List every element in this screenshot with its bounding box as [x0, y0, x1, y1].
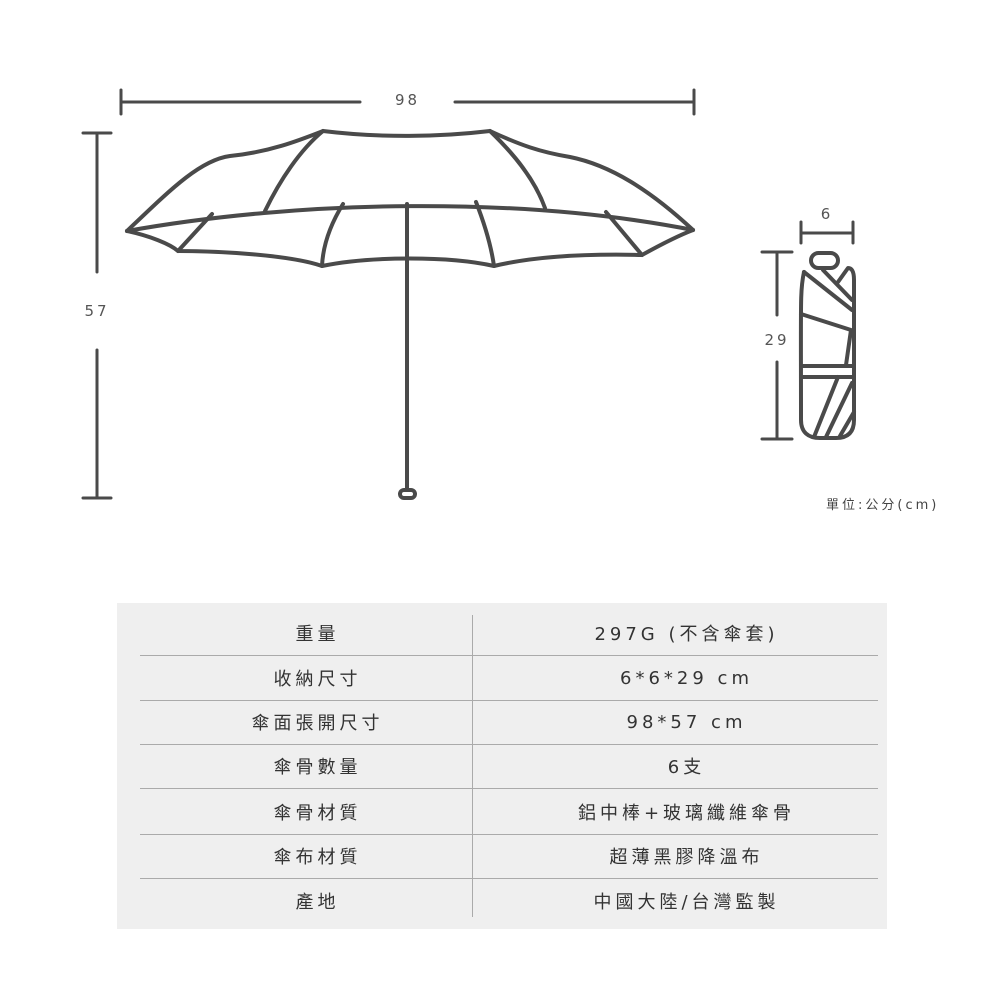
- table-row: 傘面張開尺寸 98*57 cm: [140, 700, 878, 745]
- height-dimension-line: [81, 131, 113, 500]
- umbrella-diagram: [81, 88, 856, 500]
- table-row: 傘布材質 超薄黑膠降溫布: [140, 834, 878, 879]
- spec-label: 傘面張開尺寸: [251, 713, 384, 734]
- spec-value: 超薄黑膠降溫布: [609, 847, 764, 868]
- width-dimension-line: [119, 88, 696, 116]
- open-umbrella-icon: [125, 129, 695, 500]
- spec-value: 297G (不含傘套): [594, 624, 779, 645]
- spec-value: 鋁中棒+玻璃纖維傘骨: [577, 803, 796, 824]
- folded-height-label: 29: [760, 331, 794, 349]
- table-row: 收納尺寸 6*6*29 cm: [140, 656, 878, 701]
- spec-label: 傘骨材質: [273, 803, 362, 824]
- umbrella-width-label: 98: [385, 91, 430, 109]
- table-row: 重量 297G (不含傘套): [140, 611, 878, 656]
- spec-label: 傘布材質: [273, 847, 362, 868]
- column-divider: [472, 615, 473, 917]
- spec-label: 傘骨數量: [273, 757, 362, 778]
- spec-label: 收納尺寸: [273, 669, 362, 690]
- spec-value: 98*57 cm: [626, 711, 747, 733]
- spec-value: 中國大陸/台灣監製: [593, 892, 780, 913]
- folded-height-dimension-line: [760, 250, 794, 441]
- spec-table: 重量 297G (不含傘套) 收納尺寸 6*6*29 cm 傘面張開尺寸 98*57 …: [117, 603, 887, 929]
- spec-label: 產地: [295, 892, 340, 913]
- spec-value: 6*6*29 cm: [620, 667, 753, 689]
- spec-label: 重量: [295, 624, 340, 645]
- folded-width-label: 6: [812, 205, 842, 223]
- table-row: 傘骨數量 6支: [140, 744, 878, 789]
- umbrella-height-label: 57: [80, 302, 114, 320]
- spec-value: 6支: [667, 757, 706, 778]
- table-row: 產地 中國大陸/台灣監製: [140, 879, 878, 923]
- table-row: 傘骨材質 鋁中棒+玻璃纖維傘骨: [140, 790, 878, 835]
- folded-umbrella-icon: [798, 251, 856, 440]
- unit-note: 單位:公分(cm): [826, 498, 940, 513]
- folded-width-dimension-line: [799, 220, 855, 245]
